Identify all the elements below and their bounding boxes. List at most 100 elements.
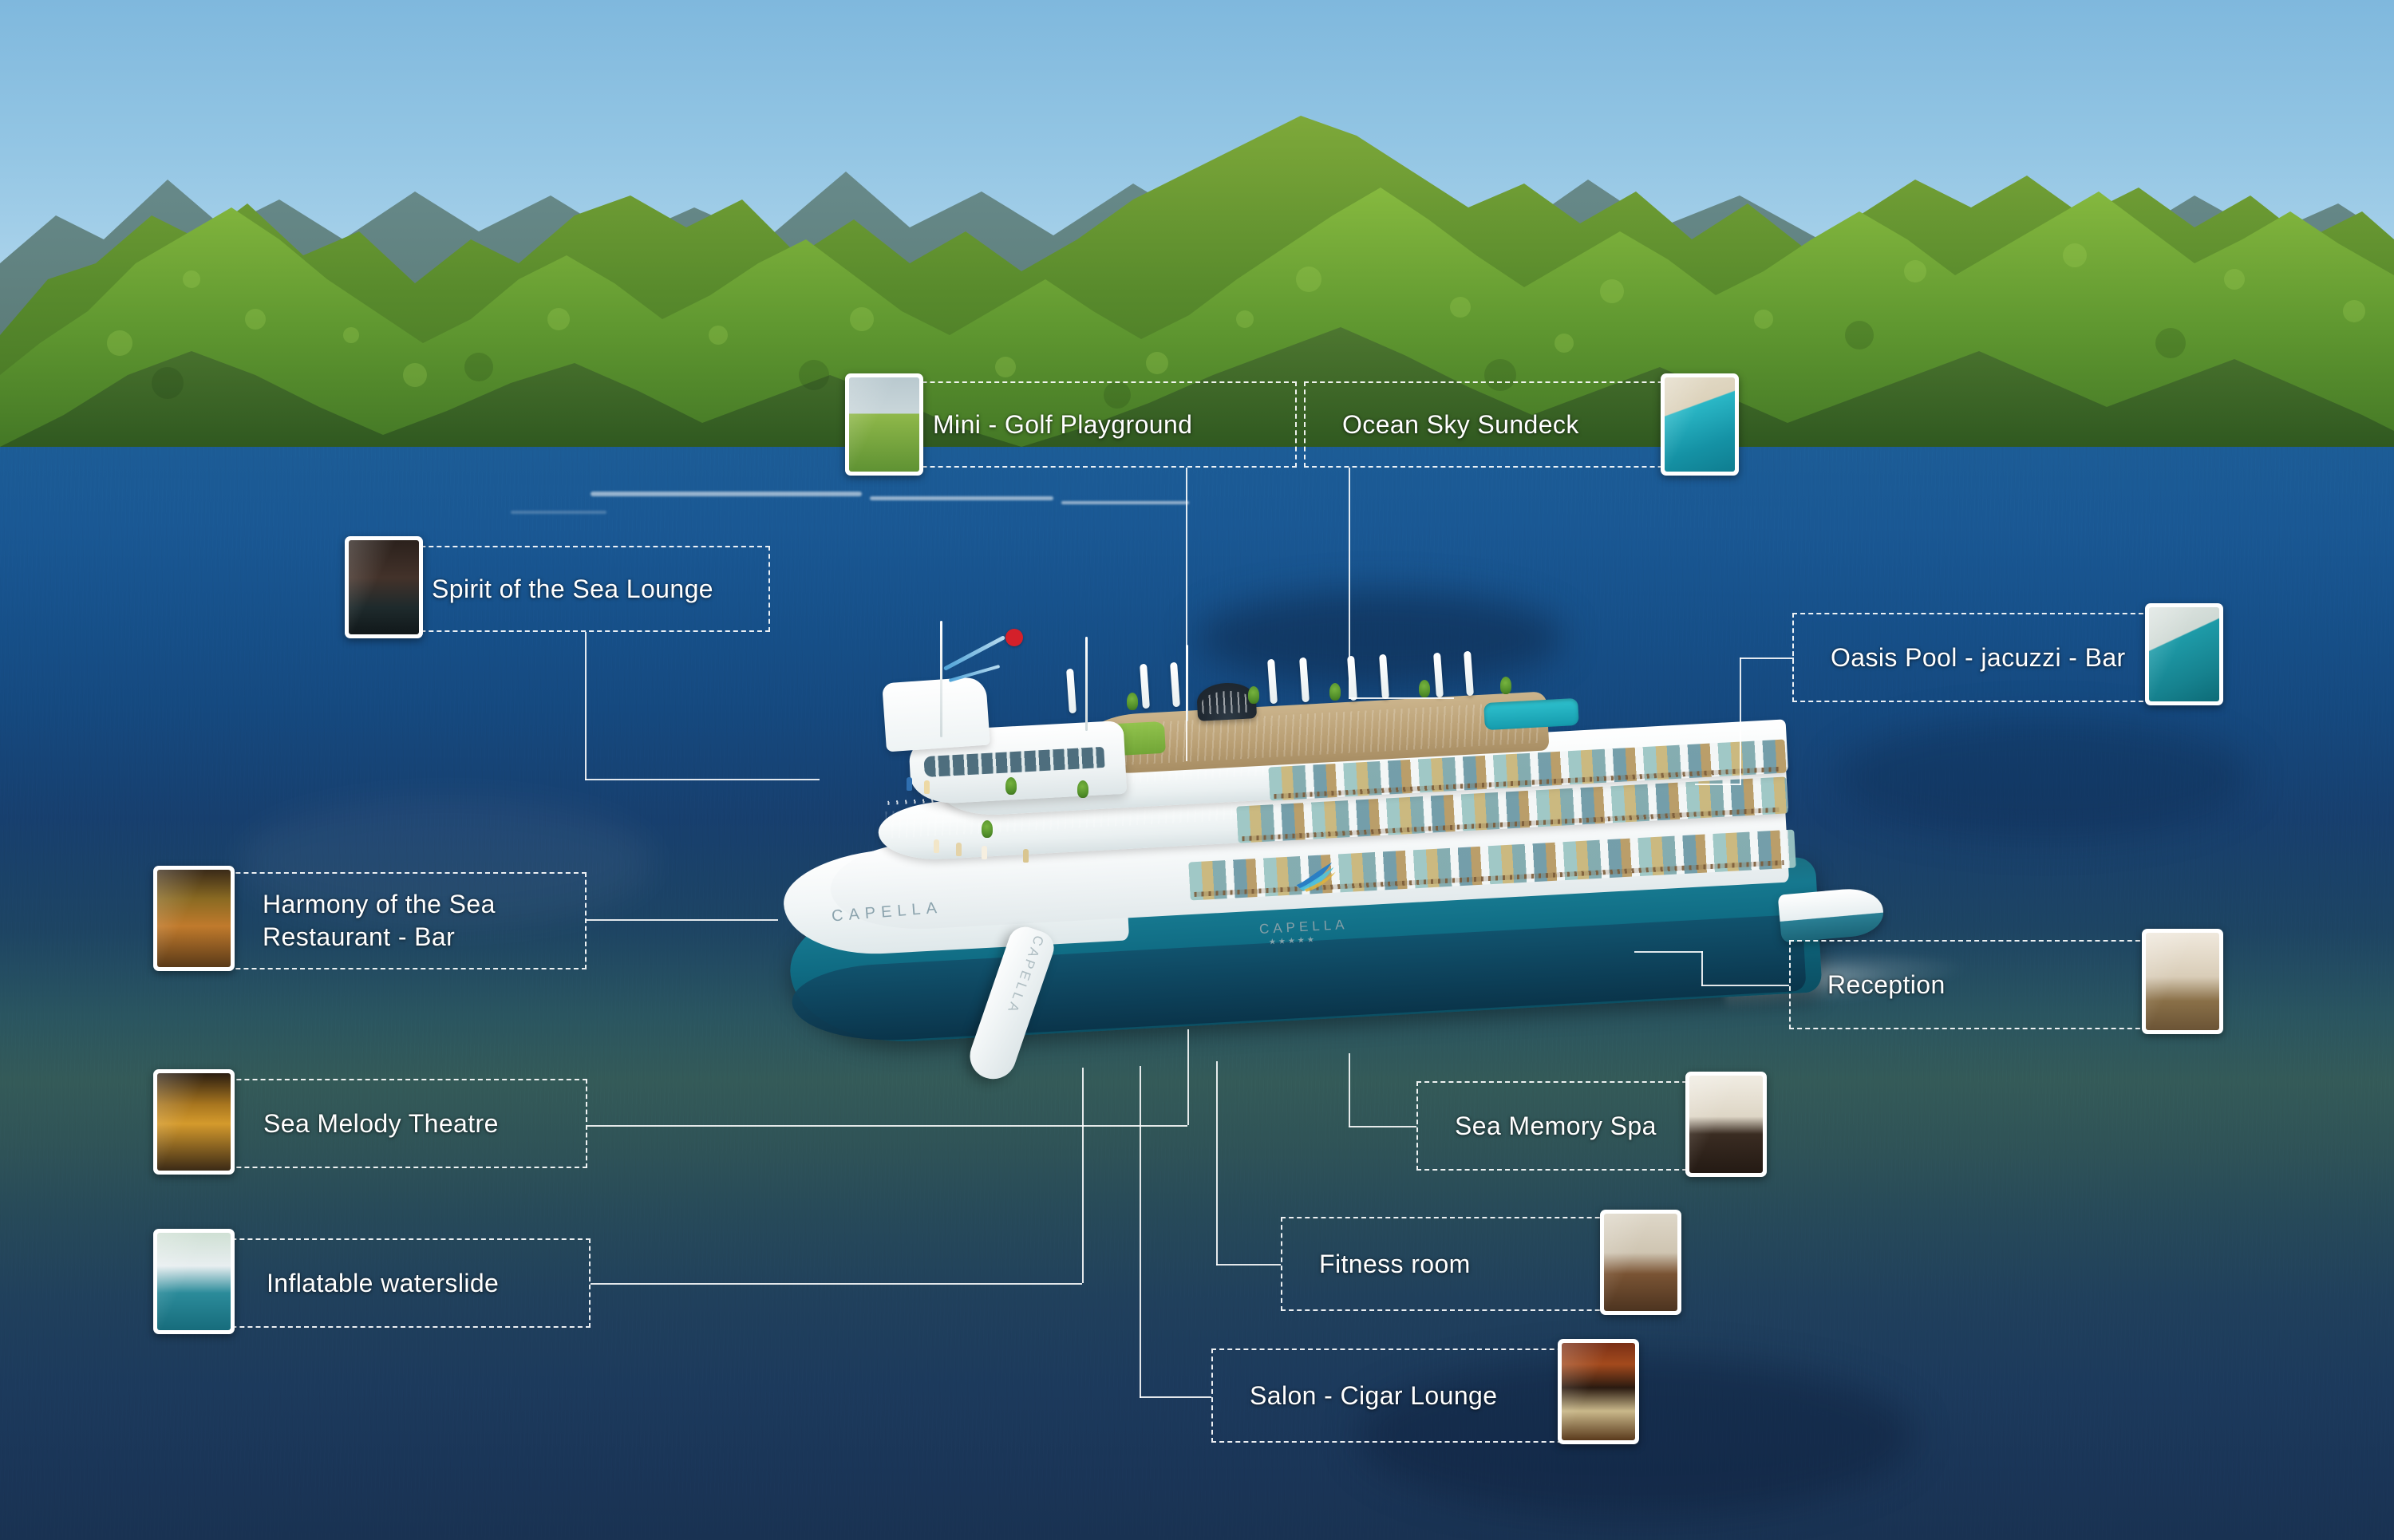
- thumbnail-sheen: [2146, 933, 2219, 1030]
- deck-planter: [982, 820, 993, 838]
- distant-shoreline-3: [1061, 501, 1189, 504]
- callout-label-inflatable-waterslide: Inflatable waterslide: [267, 1268, 500, 1297]
- thumbnail-sheen: [2149, 607, 2219, 701]
- connector-line-oasis-pool-jacuzzi-bar-1: [1740, 657, 1741, 785]
- thumbnail-image-oasis-pool-jacuzzi-bar: [2149, 607, 2219, 701]
- thumbnail-image-salon-cigar-lounge: [1562, 1343, 1635, 1440]
- sundeck-umbrella: [1066, 668, 1077, 714]
- sundeck-umbrella: [1140, 663, 1150, 709]
- distant-shoreline-4: [511, 511, 606, 514]
- thumbnail-sheen: [157, 870, 231, 967]
- sundeck-umbrella: [1170, 661, 1180, 708]
- passenger-figure: [982, 846, 987, 859]
- connector-line-reception-0: [1701, 985, 1789, 986]
- cruise-ship: CAPELLA: [742, 606, 1965, 1101]
- connector-line-salon-cigar-lounge-0: [1140, 1396, 1211, 1398]
- connector-line-harmony-of-the-sea-restaurant-bar-0: [587, 919, 778, 921]
- thumbnail-sheen: [849, 377, 919, 472]
- callout-box-ocean-sky-sundeck[interactable]: Ocean Sky Sundeck: [1304, 381, 1695, 468]
- thumbnail-sheen: [1604, 1214, 1677, 1311]
- callout-label-sea-memory-spa: Sea Memory Spa: [1455, 1111, 1657, 1140]
- callout-thumbnail-inflatable-waterslide[interactable]: [153, 1229, 235, 1334]
- passenger-figure: [924, 780, 930, 794]
- callout-label-sea-melody-theatre: Sea Melody Theatre: [263, 1108, 499, 1138]
- callout-label-ocean-sky-sundeck: Ocean Sky Sundeck: [1342, 409, 1579, 439]
- connector-line-ocean-sky-sundeck-1: [1349, 697, 1454, 699]
- thumbnail-image-reception: [2146, 933, 2219, 1030]
- callout-label-harmony-of-the-sea-restaurant-bar: Harmony of the Sea Restaurant - Bar: [263, 890, 496, 951]
- thumbnail-image-harmony-of-the-sea-restaurant-bar: [157, 870, 231, 967]
- callout-thumbnail-salon-cigar-lounge[interactable]: [1558, 1339, 1639, 1444]
- callout-thumbnail-fitness-room[interactable]: [1600, 1210, 1681, 1315]
- sundeck-gazebo: [1195, 681, 1258, 721]
- sundeck-umbrella: [1379, 654, 1389, 700]
- callout-label-mini-golf-playground: Mini - Golf Playground: [933, 409, 1193, 439]
- callout-thumbnail-ocean-sky-sundeck[interactable]: [1661, 373, 1739, 476]
- callout-thumbnail-reception[interactable]: [2142, 929, 2223, 1034]
- oasis-pool: [1483, 697, 1579, 731]
- callout-thumbnail-mini-golf-playground[interactable]: [845, 373, 923, 476]
- deck-planter: [1077, 780, 1088, 798]
- callout-label-reception: Reception: [1827, 969, 1946, 999]
- callout-thumbnail-harmony-of-the-sea-restaurant-bar[interactable]: [153, 866, 235, 971]
- sundeck-umbrella: [1433, 652, 1444, 698]
- callout-box-salon-cigar-lounge[interactable]: Salon - Cigar Lounge: [1211, 1348, 1578, 1443]
- connector-line-reception-1: [1701, 951, 1703, 986]
- callout-thumbnail-oasis-pool-jacuzzi-bar[interactable]: [2145, 603, 2223, 705]
- callout-label-oasis-pool-jacuzzi-bar: Oasis Pool - jacuzzi - Bar: [1831, 642, 2126, 672]
- callout-box-reception[interactable]: Reception: [1789, 940, 2148, 1029]
- connector-line-inflatable-waterslide-0: [591, 1283, 1082, 1285]
- passenger-figure: [907, 777, 912, 791]
- thumbnail-sheen: [157, 1233, 231, 1330]
- sundeck-umbrella: [1464, 650, 1474, 697]
- connector-line-oasis-pool-jacuzzi-bar-2: [1695, 784, 1741, 785]
- ship-funnel: [882, 676, 990, 752]
- thumbnail-sheen: [349, 540, 419, 634]
- connector-line-sea-melody-theatre-0: [587, 1125, 1187, 1127]
- connector-line-fitness-room-1: [1216, 1061, 1218, 1266]
- sundeck-umbrella: [1299, 657, 1310, 703]
- distant-shoreline: [591, 492, 862, 496]
- callout-box-sea-melody-theatre[interactable]: Sea Melody Theatre: [204, 1079, 587, 1168]
- thumbnail-sheen: [1665, 377, 1735, 472]
- thumbnail-image-sea-memory-spa: [1689, 1076, 1763, 1173]
- callout-label-fitness-room: Fitness room: [1319, 1249, 1471, 1278]
- callout-thumbnail-sea-melody-theatre[interactable]: [153, 1069, 235, 1175]
- thumbnail-sheen: [157, 1073, 231, 1171]
- passenger-figure: [956, 843, 962, 856]
- connector-line-inflatable-waterslide-1: [1082, 1068, 1084, 1283]
- sundeck-palm: [1127, 693, 1138, 710]
- thumbnail-image-mini-golf-playground: [849, 377, 919, 472]
- callout-box-harmony-of-the-sea-restaurant-bar[interactable]: Harmony of the Sea Restaurant - Bar: [203, 872, 587, 969]
- ship-flag: [1005, 629, 1023, 646]
- thumbnail-image-sea-melody-theatre: [157, 1073, 231, 1171]
- callout-box-spirit-of-the-sea-lounge[interactable]: Spirit of the Sea Lounge: [373, 546, 770, 632]
- thumbnail-sheen: [1562, 1343, 1635, 1440]
- thumbnail-image-spirit-of-the-sea-lounge: [349, 540, 419, 634]
- connector-line-spirit-of-the-sea-lounge-1: [585, 779, 820, 780]
- capella-logo-icon: [1296, 862, 1336, 892]
- sundeck-palm: [1329, 683, 1341, 701]
- callout-box-sea-memory-spa[interactable]: Sea Memory Spa: [1416, 1081, 1752, 1171]
- callout-label-salon-cigar-lounge: Salon - Cigar Lounge: [1250, 1380, 1498, 1410]
- connector-line-ocean-sky-sundeck-0: [1349, 468, 1350, 699]
- callout-thumbnail-spirit-of-the-sea-lounge[interactable]: [345, 536, 423, 638]
- callout-thumbnail-sea-memory-spa[interactable]: [1685, 1072, 1767, 1177]
- connector-line-fitness-room-0: [1216, 1264, 1281, 1266]
- callout-box-oasis-pool-jacuzzi-bar[interactable]: Oasis Pool - jacuzzi - Bar: [1792, 613, 2151, 702]
- callout-box-mini-golf-playground[interactable]: Mini - Golf Playground: [874, 381, 1297, 468]
- distant-shoreline-2: [870, 496, 1053, 500]
- connector-line-spirit-of-the-sea-lounge-0: [585, 632, 587, 780]
- callout-box-inflatable-waterslide[interactable]: Inflatable waterslide: [207, 1238, 591, 1328]
- thumbnail-image-inflatable-waterslide: [157, 1233, 231, 1330]
- passenger-figure: [934, 839, 939, 853]
- ship-mast-2: [1085, 637, 1088, 731]
- connector-line-salon-cigar-lounge-1: [1140, 1066, 1141, 1398]
- callout-label-spirit-of-the-sea-lounge: Spirit of the Sea Lounge: [432, 574, 713, 603]
- sundeck-palm: [1419, 680, 1430, 697]
- connector-line-oasis-pool-jacuzzi-bar-0: [1740, 657, 1794, 659]
- connector-line-sea-melody-theatre-1: [1187, 1029, 1189, 1125]
- connector-line-sea-memory-spa-0: [1349, 1126, 1416, 1127]
- callout-box-fitness-room[interactable]: Fitness room: [1281, 1217, 1624, 1311]
